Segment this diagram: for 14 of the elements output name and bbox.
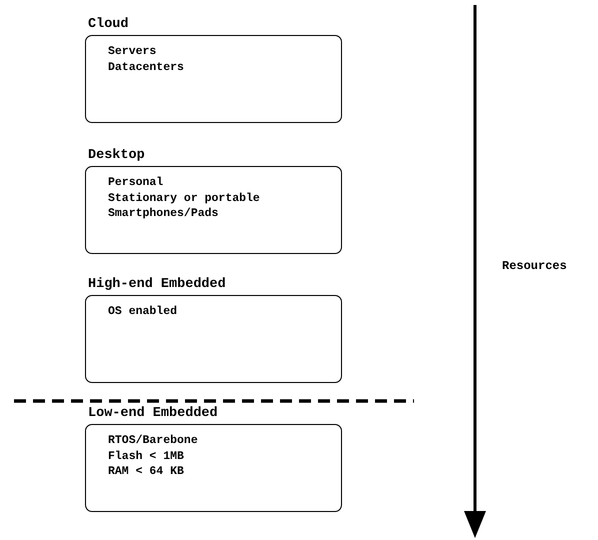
list-item: RTOS/Barebone (108, 434, 198, 447)
list-item: Flash < 1MB (108, 450, 184, 462)
category-heading: High-end Embedded (88, 277, 226, 292)
list-item: Smartphones/Pads (108, 207, 218, 220)
list-item: Stationary or portable (108, 192, 260, 204)
list-item: Personal (108, 176, 164, 189)
list-item: OS enabled (108, 305, 178, 318)
category-heading: Cloud (88, 17, 129, 32)
list-item: Servers (108, 45, 156, 58)
category-heading: Low-end Embedded (88, 406, 218, 421)
category-heading: Desktop (88, 148, 145, 163)
list-item: RAM < 64 KB (108, 465, 184, 478)
axis-label: Resources (502, 259, 567, 273)
list-item: Datacenters (108, 60, 184, 74)
